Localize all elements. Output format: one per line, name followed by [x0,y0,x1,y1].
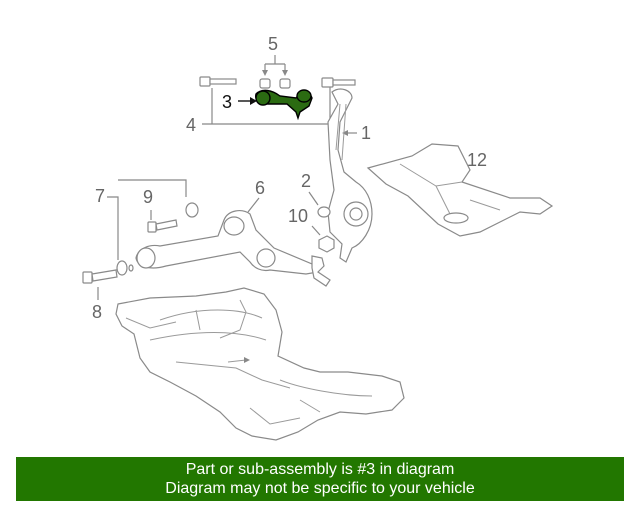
bushing-part-2 [317,206,331,218]
nuts-part-5 [259,78,291,89]
subframe [115,287,405,441]
callout-1: 1 [361,123,371,143]
callout-10: 10 [288,206,308,226]
callout-2: 2 [301,171,311,191]
callout-7: 7 [95,186,105,206]
banner-line-1: Part or sub-assembly is #3 in diagram [185,461,455,478]
parts-diagram: 5 3 4 1 12 2 6 7 9 10 8 [82,34,554,441]
callout-6: 6 [255,178,265,198]
crossmember-part-12 [366,143,554,237]
bolt-part-9 [147,219,178,233]
bolts-part-4 [199,76,356,88]
nut-part-10 [318,235,335,253]
washers-part-7 [116,202,199,276]
lower-control-arm-part-6[interactable] [135,210,331,287]
callout-12: 12 [467,150,487,170]
bolt-part-8 [82,269,118,284]
callout-5: 5 [268,34,278,54]
upper-control-arm-part-3[interactable] [254,89,313,121]
callout-4: 4 [186,115,196,135]
banner-line-2: Diagram may not be specific to your vehi… [165,480,475,497]
info-banner: Part or sub-assembly is #3 in diagram Di… [16,457,624,501]
callout-9: 9 [143,187,153,207]
callout-3: 3 [222,92,232,112]
steering-knuckle-part-1 [327,88,373,263]
callout-8: 8 [92,302,102,322]
